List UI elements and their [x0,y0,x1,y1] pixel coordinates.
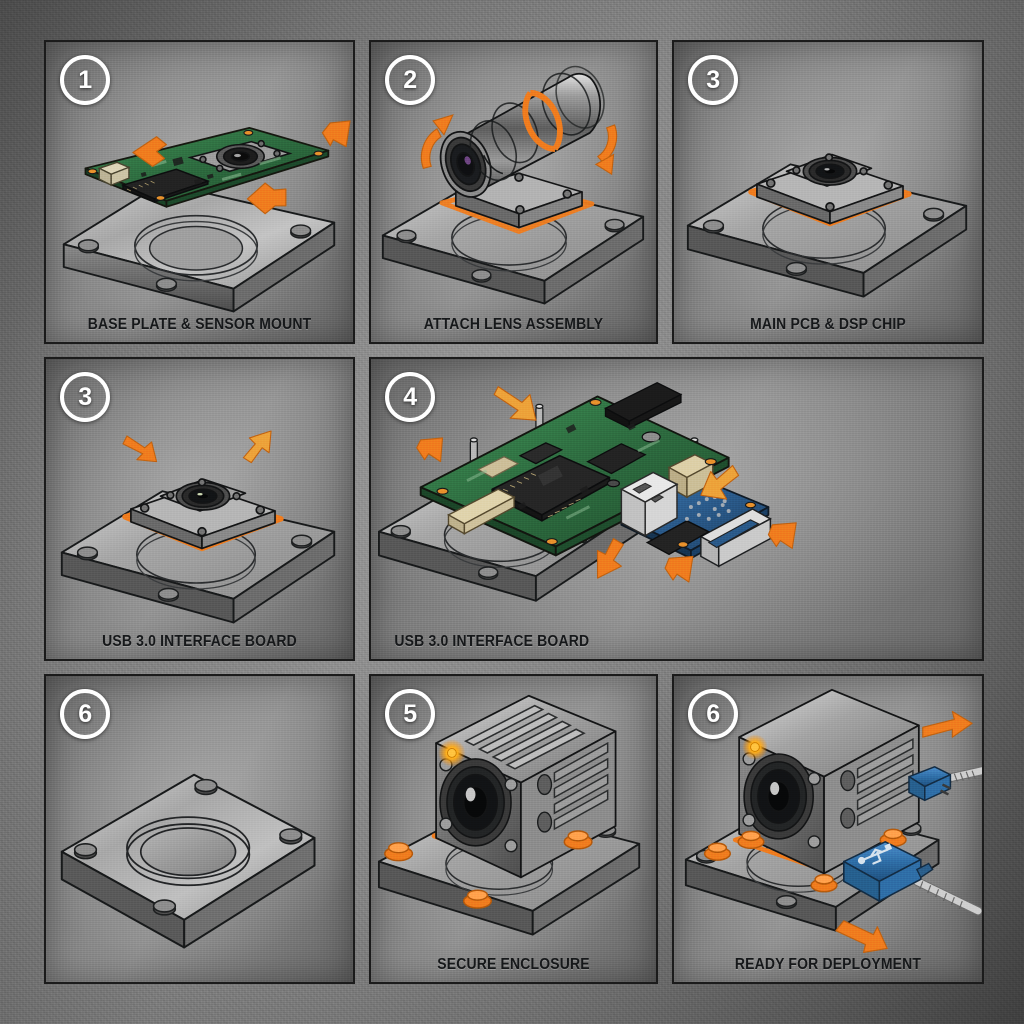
panel-step-4-usb-board[interactable]: 4 USB 3.0 INTERFACE BOARD [369,357,984,661]
panel-caption: BASE PLATE & SENSOR MOUNT [87,316,312,333]
step-number-badge: 2 [385,55,435,105]
panel-caption: ATTACH LENS ASSEMBLY [423,316,604,333]
panel-caption: USB 3.0 INTERFACE BOARD [102,633,297,650]
panel-caption: SECURE ENCLOSURE [437,956,590,973]
panel-3-illustration [674,42,982,342]
panel-step-3[interactable]: 3 MAIN PCB & DSP CHIP [672,40,984,344]
step-number-badge: 6 [60,689,110,739]
panel-step-3-usb[interactable]: 3 USB 3.0 INTERFACE BOARD [44,357,355,661]
panel-step-5-enclosure[interactable]: 5 SECURE ENCLOSURE [369,674,658,984]
step-number-badge: 5 [385,689,435,739]
step-number-badge: 6 [688,689,738,739]
panel-step-1[interactable]: 1 BASE PLATE & SENSOR MOUNT [44,40,355,344]
step-number-badge: 4 [385,372,435,422]
panel-caption: USB 3.0 INTERFACE BOARD [394,633,590,650]
step-number-badge: 3 [688,55,738,105]
panel-caption: READY FOR DEPLOYMENT [734,956,922,973]
panel-grid: 1 BASE PLATE & SENSOR MOUNT [44,40,984,984]
step-number-badge: 1 [60,55,110,105]
panel-8-illustration [674,676,982,982]
panel-1-illustration [46,42,353,342]
panel-step-6-deployment[interactable]: 6 READY FOR DEPLOYMENT [672,674,984,984]
step-number-badge: 3 [60,372,110,422]
panel-2-illustration [371,42,656,342]
panel-5-illustration [371,359,982,659]
panel-step-2[interactable]: 2 ATTACH LENS ASSEMBLY [369,40,658,344]
panel-7-illustration [371,676,656,982]
panel-6-illustration [46,676,353,982]
panel-step-6-base[interactable]: 6 [44,674,355,984]
panel-caption: MAIN PCB & DSP CHIP [750,316,906,333]
panel-4-illustration [46,359,353,659]
